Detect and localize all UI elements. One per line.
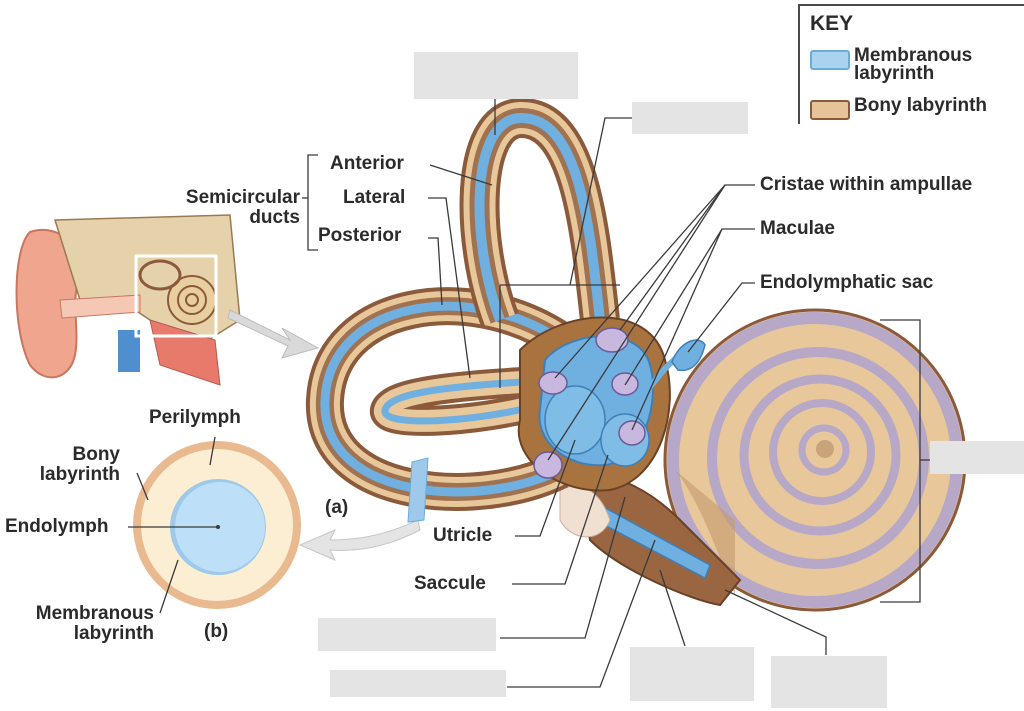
key-membranous-line2: labyrinth — [854, 63, 935, 84]
mini-canals — [138, 259, 182, 291]
blank-label-lower-3 — [630, 647, 754, 701]
label-bony: Bony — [72, 444, 121, 465]
utricle-shape — [544, 385, 606, 455]
cross-section-arrow — [298, 519, 421, 561]
vestibule — [517, 316, 706, 492]
label-maculae: Maculae — [760, 218, 835, 239]
blank-label-cochlea — [930, 441, 1024, 474]
ear-canal — [59, 294, 141, 319]
semicircular-canals — [305, 98, 620, 523]
label-saccule: Saccule — [414, 573, 486, 594]
bony-swatch — [810, 100, 850, 120]
label-membranous-labyrinth: labyrinth — [73, 623, 154, 644]
membranous-swatch — [810, 50, 850, 70]
label-semicircular: Semicircular — [185, 187, 300, 208]
zoom-arrow — [227, 309, 320, 359]
label-perilymph: Perilymph — [149, 407, 241, 428]
blank-label-lower-1 — [318, 618, 496, 651]
label-cristae: Cristae within ampullae — [760, 174, 973, 195]
leader-lines — [128, 97, 930, 688]
ear-illustration — [15, 214, 320, 386]
label-lateral: Lateral — [343, 187, 406, 208]
label-endolymphatic-sac: Endolymphatic sac — [760, 272, 934, 293]
blank-label-lower-2 — [330, 670, 506, 697]
blank-label-top-right — [632, 102, 748, 134]
label-membranous: Membranous — [35, 603, 154, 624]
key-membranous-line1: Membranous — [854, 45, 973, 66]
label-ducts: ducts — [249, 207, 300, 228]
label-bony-labyrinth: labyrinth — [39, 464, 120, 485]
auditory-tube — [118, 330, 140, 372]
zoom-box — [134, 254, 218, 338]
label-panel-a: (a) — [325, 497, 349, 518]
cochlear-duct — [559, 475, 742, 607]
label-anterior: Anterior — [330, 153, 404, 174]
key-bony: Bony labyrinth — [854, 95, 988, 116]
key-title: KEY — [810, 12, 854, 35]
label-utricle: Utricle — [433, 525, 493, 546]
label-posterior: Posterior — [318, 225, 402, 246]
skull-bone — [53, 214, 241, 346]
blank-label-lower-4 — [771, 656, 887, 708]
blank-label-top — [414, 52, 578, 99]
label-endolymph: Endolymph — [5, 516, 109, 537]
cochlea — [663, 308, 967, 612]
legend-key: KEY Membranous labyrinth Bony labyrinth — [798, 4, 1024, 124]
label-panel-b: (b) — [204, 621, 229, 642]
